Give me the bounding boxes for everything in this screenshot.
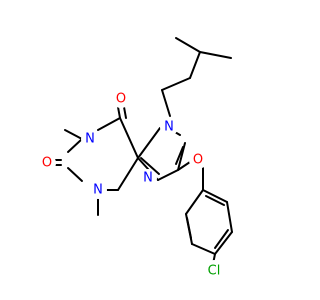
bond (67, 167, 83, 182)
bond (64, 129, 83, 140)
bond (199, 51, 232, 59)
oxygen-atom-top: O (112, 90, 130, 108)
bond (140, 157, 160, 175)
atom-label-n7: N (164, 120, 174, 135)
bond (189, 51, 201, 79)
nitrogen-atom-1: N (81, 130, 99, 148)
bond (137, 127, 161, 159)
molecule-structure: O O N N N N O Cl (38, 37, 233, 282)
bond (226, 201, 233, 233)
atom-label-o-top: O (116, 92, 126, 107)
bond (214, 229, 229, 249)
atom-label-n3: N (93, 183, 103, 198)
atom-label-o-left: O (42, 156, 52, 171)
nitrogen-atom-7: N (160, 118, 178, 136)
bond (191, 243, 216, 255)
bond (186, 217, 192, 239)
bonds (54, 37, 233, 265)
bond (123, 106, 127, 119)
bond (161, 77, 191, 91)
bond (205, 195, 225, 206)
bond (202, 189, 228, 203)
bond (117, 106, 121, 119)
bond (214, 231, 233, 255)
bond (161, 89, 171, 117)
atom-labels: O O N N N N O Cl (38, 90, 225, 282)
bond (97, 117, 121, 131)
bond (185, 189, 204, 215)
bond (67, 138, 83, 153)
atom-label-n1: N (85, 132, 95, 147)
ether-oxygen-atom: O (189, 151, 207, 169)
atom-label-n9: N (143, 171, 153, 186)
nitrogen-atom-3: N (89, 181, 107, 199)
bond (117, 157, 139, 191)
nitrogen-atom-9: N (139, 169, 157, 187)
atom-label-o-ether: O (193, 153, 203, 168)
bond (175, 37, 201, 53)
chlorine-atom: Cl (203, 260, 225, 282)
bond (175, 146, 184, 165)
bond (157, 169, 179, 181)
atom-label-cl: Cl (208, 264, 221, 279)
bond (119, 117, 139, 159)
oxygen-atom-left: O (38, 154, 56, 172)
